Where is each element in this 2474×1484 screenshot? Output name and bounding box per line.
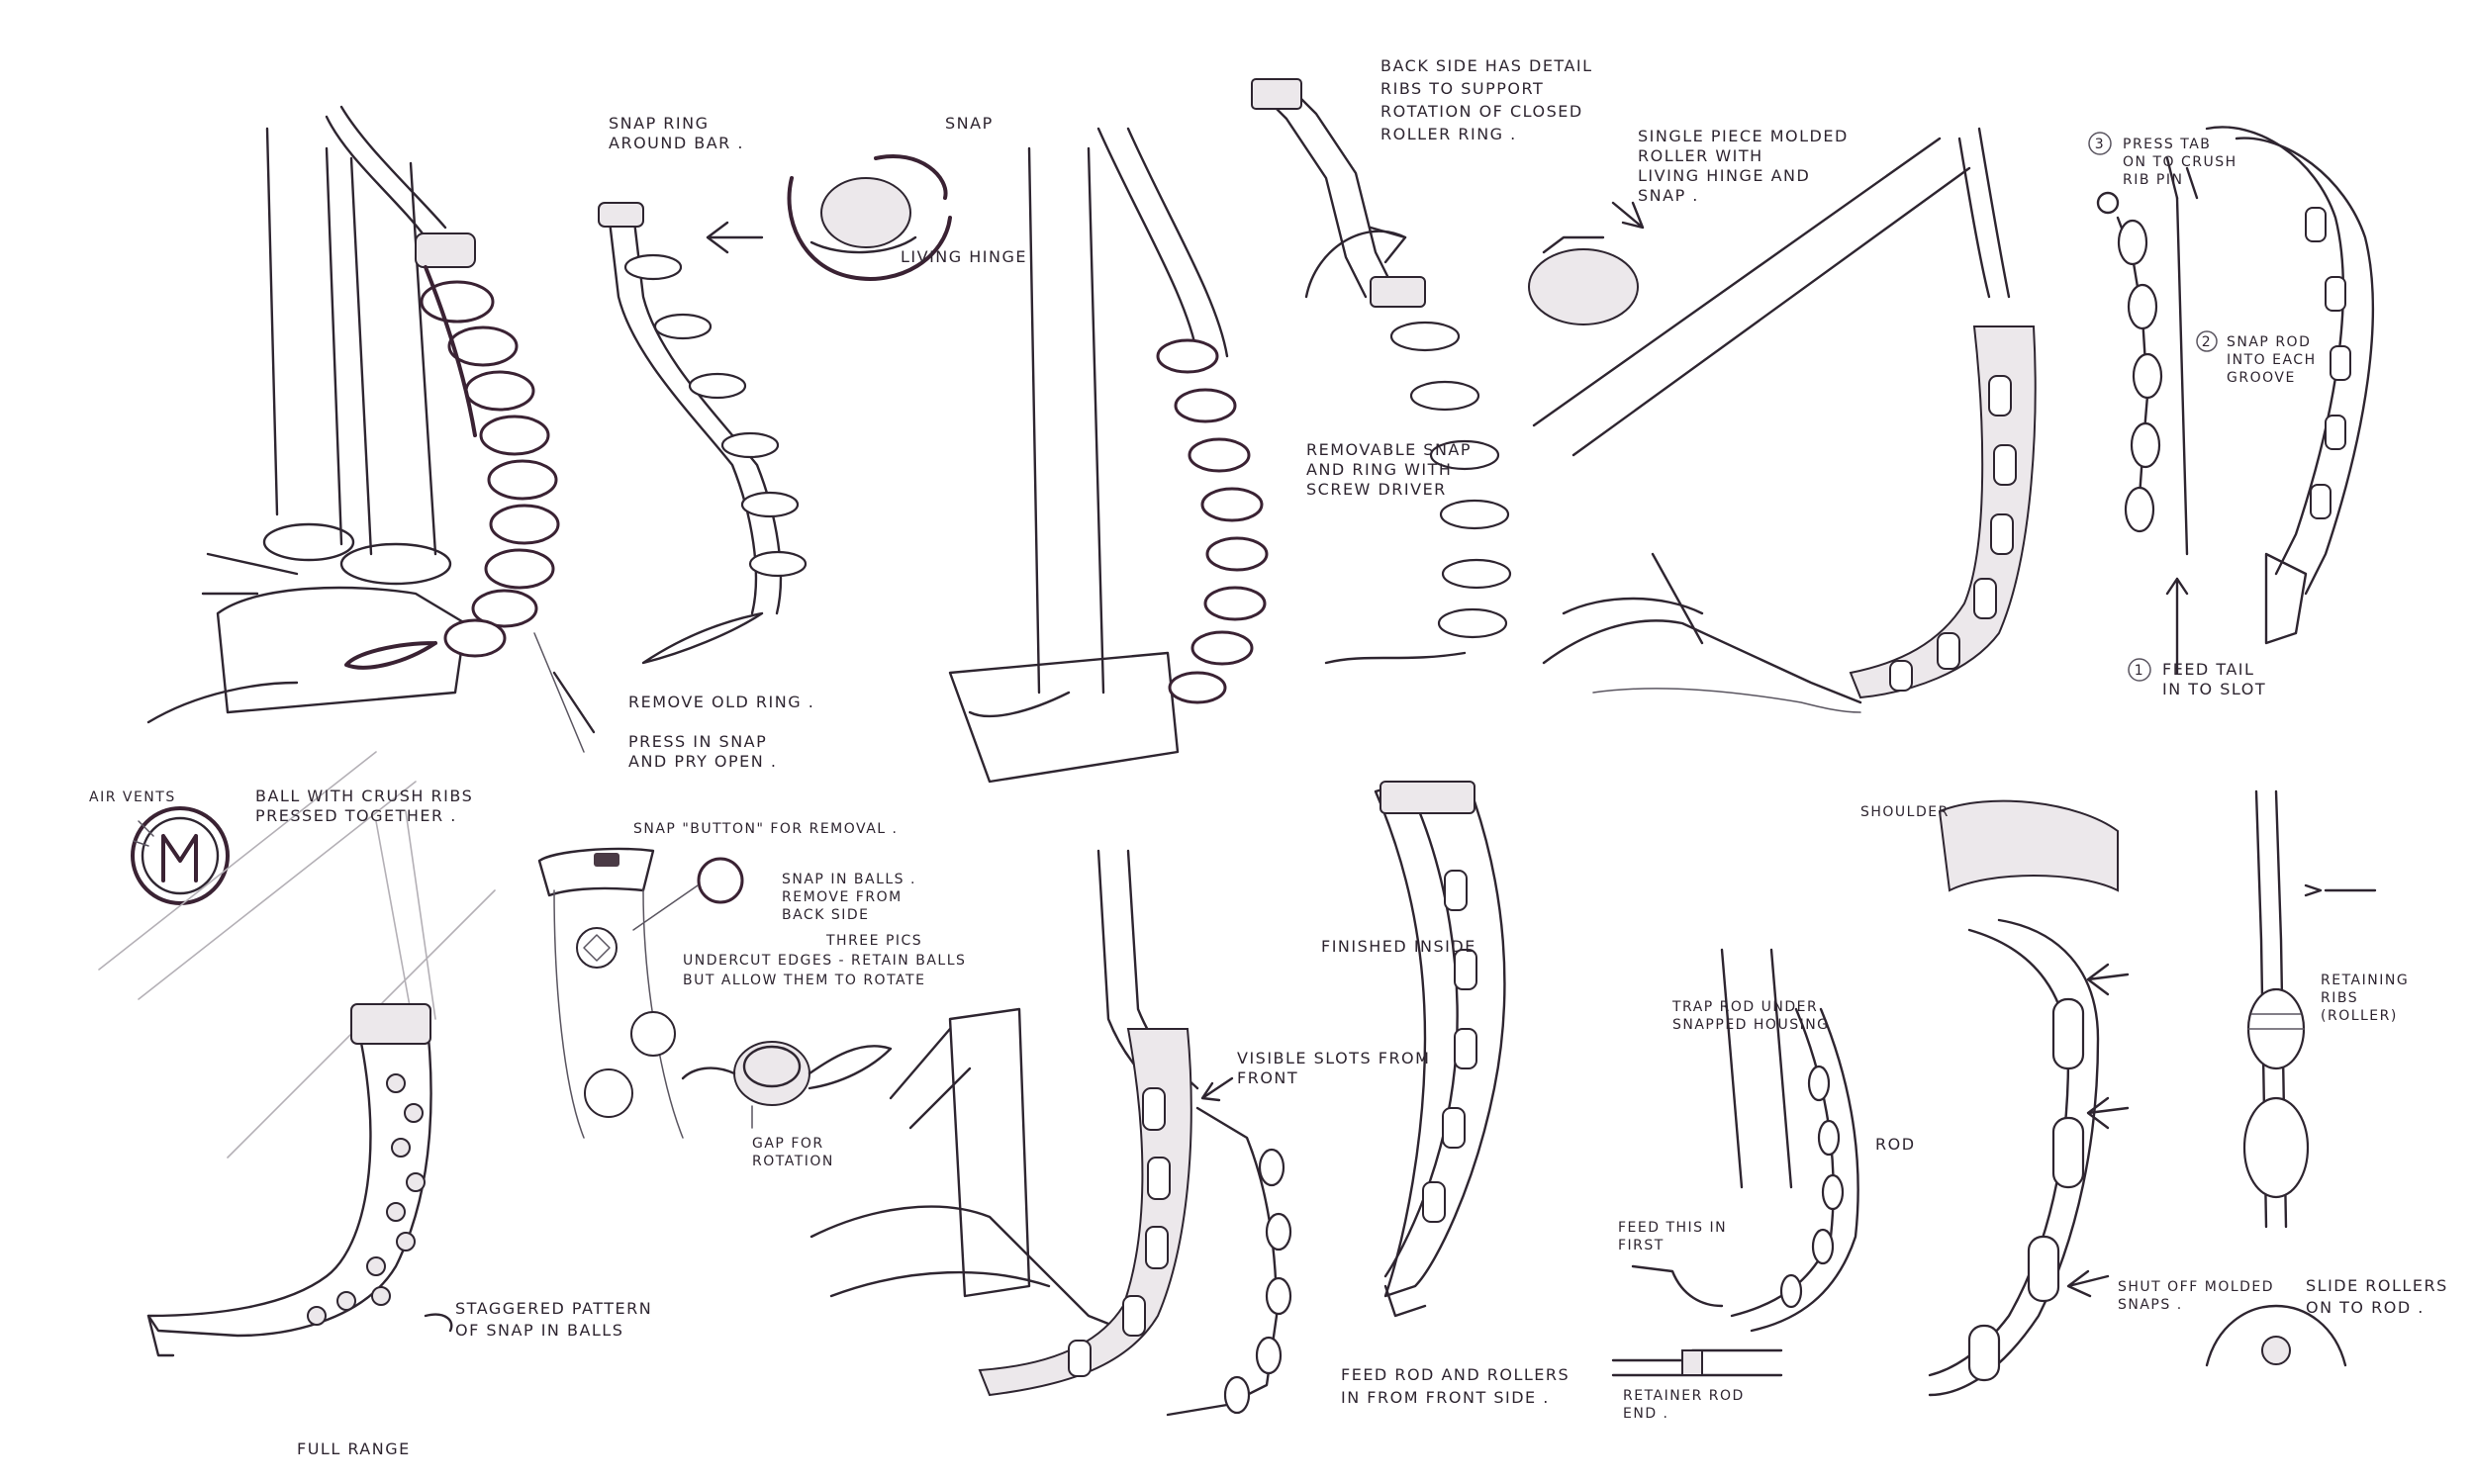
finished-inside-guard — [1374, 781, 1506, 1318]
note-shut-off-snaps-1: SHUT OFF MOLDED — [2118, 1279, 2274, 1295]
note-feed-tail-2: IN TO SLOT — [2162, 680, 2266, 698]
note-living-hinge: LIVING HINGE — [901, 247, 1027, 266]
note-snap-in-balls-1: SNAP IN BALLS . — [782, 872, 916, 887]
note-back-side-1: BACK SIDE HAS DETAIL — [1380, 56, 1593, 75]
note-shoulder: SHOULDER — [1860, 804, 1950, 820]
note-snap-ring-2: AROUND BAR . — [609, 134, 744, 152]
note-air-vents: AIR VENTS — [89, 789, 176, 805]
note-retaining-ribs-2: RIBS — [2321, 990, 2358, 1006]
note-snap-rod-3: GROOVE — [2227, 370, 2296, 386]
note-feed-rod-rollers-1: FEED ROD AND ROLLERS — [1341, 1365, 1570, 1384]
step-number-1: 1 — [2135, 663, 2144, 679]
air-vent-ball-detail — [131, 806, 230, 905]
note-snap-button: SNAP "BUTTON" FOR REMOVAL . — [633, 821, 899, 837]
note-back-side-4: ROLLER RING . — [1380, 125, 1517, 143]
note-removable-snap-2: AND RING WITH — [1306, 460, 1452, 479]
fork-tubes — [146, 105, 596, 753]
note-single-piece-3: LIVING HINGE AND — [1638, 166, 1810, 185]
note-snap-in-balls-3: BACK SIDE — [782, 907, 869, 923]
note-undercut-edges-1: UNDERCUT EDGES - RETAIN BALLS — [683, 953, 966, 969]
note-feed-tail-1: FEED TAIL — [2162, 660, 2254, 679]
note-snap-rod-2: INTO EACH — [2227, 352, 2317, 368]
panel-roller-rod: SHOULDER TRAP ROD UNDER SNAPPED HOUSING … — [1611, 789, 2448, 1422]
note-visible-slots-2: FRONT — [1237, 1068, 1298, 1087]
note-trap-rod-2: SNAPPED HOUSING — [1672, 1017, 1830, 1033]
note-gap-for-rotation-2: ROTATION — [752, 1154, 834, 1169]
note-remove-old-ring: REMOVE OLD RING . — [628, 693, 814, 711]
note-retainer-rod-end-2: END . — [1623, 1406, 1669, 1422]
note-press-in-snap-1: PRESS IN SNAP — [628, 732, 767, 751]
note-retainer-rod-end-1: RETAINER ROD — [1623, 1388, 1745, 1404]
note-rod: ROD — [1875, 1135, 1916, 1154]
note-single-piece-2: ROLLER WITH — [1638, 146, 1763, 165]
note-retaining-ribs-3: (ROLLER) — [2321, 1008, 2398, 1024]
snap-ring-detail — [598, 154, 952, 665]
note-full-range: FULL RANGE — [297, 1439, 411, 1458]
note-ball-crush-ribs-2: PRESSED TOGETHER . — [255, 806, 457, 825]
note-three-pics: THREE PICS — [825, 933, 922, 949]
note-finished-inside: FINISHED INSIDE — [1321, 937, 1476, 956]
note-ball-crush-ribs-1: BALL WITH CRUSH RIBS — [255, 787, 473, 805]
note-staggered-pattern-1: STAGGERED PATTERN — [455, 1299, 652, 1318]
panel-bead-chain-fork: SNAP RING AROUND BAR . SNAP LIVING HINGE… — [146, 105, 1027, 771]
back-side-ribs-detail — [1251, 78, 1407, 299]
step-number-3: 3 — [2095, 137, 2105, 152]
guard-assembly-detail — [2165, 126, 2375, 645]
note-single-piece-1: SINGLE PIECE MOLDED — [1638, 127, 1849, 145]
note-snap-rod-1: SNAP ROD — [2227, 334, 2311, 350]
note-shut-off-snaps-2: SNAPS . — [2118, 1297, 2183, 1313]
panel-molded-roller-ring: BACK SIDE HAS DETAIL RIBS TO SUPPORT ROT… — [948, 56, 1849, 784]
note-removable-snap-3: SCREW DRIVER — [1306, 480, 1447, 499]
bead-chain — [344, 232, 560, 670]
note-trap-rod-1: TRAP ROD UNDER — [1671, 999, 1818, 1015]
note-undercut-edges-2: BUT ALLOW THEM TO ROTATE — [683, 973, 925, 988]
note-visible-slots-1: VISIBLE SLOTS FROM — [1237, 1049, 1430, 1067]
note-feed-rod-rollers-2: IN FROM FRONT SIDE . — [1341, 1388, 1550, 1407]
note-press-tab-2: ON TO CRUSH — [2123, 154, 2237, 170]
note-snap: SNAP — [945, 114, 994, 133]
note-slide-rollers-1: SLIDE ROLLERS — [2306, 1276, 2448, 1295]
shoulder-guard — [1928, 799, 2130, 1397]
note-snap-in-balls-2: REMOVE FROM — [782, 889, 903, 905]
panel-slotted-guard: 3 PRESS TAB ON TO CRUSH RIB PIN 2 SNAP R… — [1532, 126, 2375, 713]
note-feed-this-in-first-1: FEED THIS IN — [1618, 1220, 1727, 1236]
roller-chain-feed — [2096, 191, 2189, 675]
living-hinge-ring — [787, 154, 952, 281]
note-removable-snap-1: REMOVABLE SNAP — [1306, 440, 1472, 459]
single-piece-roller — [1528, 201, 1645, 325]
note-back-side-3: ROTATION OF CLOSED — [1380, 102, 1583, 121]
panel-visible-slots: VISIBLE SLOTS FROM FRONT FINISHED INSIDE… — [809, 781, 1570, 1417]
rod-roller-detail — [2205, 789, 2377, 1367]
note-feed-this-in-first-2: FIRST — [1618, 1238, 1665, 1253]
note-press-tab-3: RIB PIN — [2123, 172, 2183, 188]
note-retaining-ribs-1: RETAINING — [2321, 973, 2409, 988]
removable-snap-chain — [1324, 276, 1512, 665]
panel-ball-snap-detail: SNAP "BUTTON" FOR REMOVAL . SNAP IN BALL… — [537, 821, 966, 1169]
step-number-2: 2 — [2202, 334, 2212, 350]
note-snap-ring-1: SNAP RING — [609, 114, 710, 133]
note-back-side-2: RIBS TO SUPPORT — [1380, 79, 1544, 98]
note-staggered-pattern-2: OF SNAP IN BALLS — [455, 1321, 623, 1340]
note-single-piece-4: SNAP . — [1638, 186, 1699, 205]
note-gap-for-rotation-1: GAP FOR — [752, 1136, 824, 1152]
note-press-tab-1: PRESS TAB — [2123, 137, 2211, 152]
panel-snap-in-balls: AIR VENTS BALL WITH CRUSH RIBS PRESSED T… — [89, 751, 652, 1458]
note-slide-rollers-2: ON TO ROD . — [2306, 1298, 2425, 1317]
note-press-in-snap-2: AND PRY OPEN . — [628, 752, 777, 771]
